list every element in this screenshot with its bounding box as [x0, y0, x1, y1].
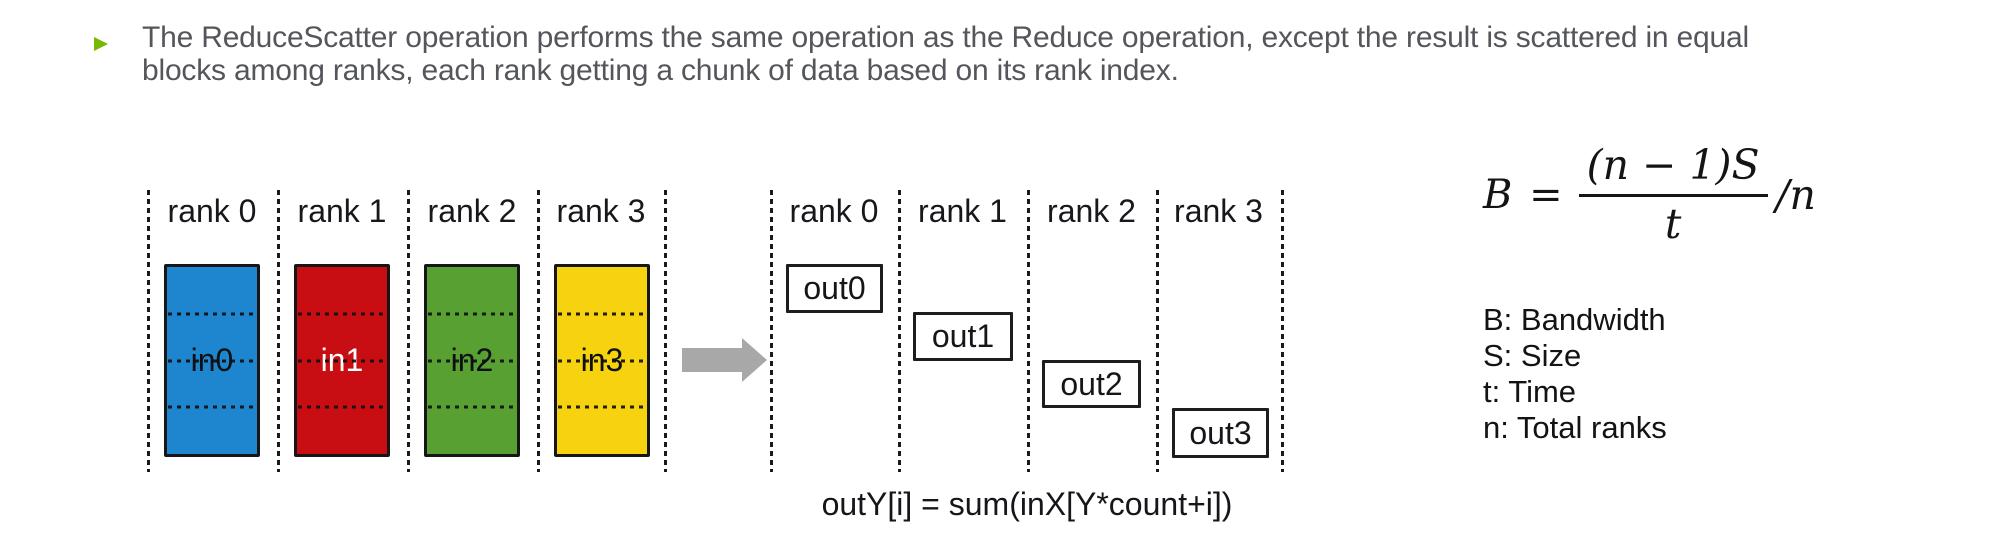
chunk-divider-line: [168, 359, 256, 362]
dotted-divider-line: [898, 190, 901, 472]
out0-label: out0: [803, 270, 866, 306]
chunk-divider-line: [428, 359, 516, 362]
output-rank-1-label: rank 1: [918, 193, 1007, 229]
output-rank-0-label: rank 0: [789, 193, 879, 229]
out3-label: out3: [1189, 414, 1252, 451]
bullet-triangle-icon: [94, 37, 108, 51]
out1-box: out1: [913, 312, 1013, 361]
dotted-divider-line: [1027, 190, 1030, 472]
formula-denominator: t: [1664, 200, 1682, 248]
chunk-divider-line: [558, 359, 646, 362]
legend-bandwidth: B: Bandwidth: [1483, 302, 1666, 337]
description-line-2: blocks among ranks, each rank getting a …: [142, 54, 1179, 87]
formula-fraction: (n − 1)S t: [1578, 141, 1768, 248]
chunk-divider-line: [168, 405, 256, 409]
output-rank-3-label: rank 3: [1174, 193, 1263, 229]
formula-suffix: /n: [1775, 170, 1816, 219]
formula-lhs: B =: [1483, 171, 1565, 218]
out1-label: out1: [931, 318, 995, 354]
chunk-divider-line: [298, 359, 386, 362]
chunk-divider-line: [298, 312, 386, 316]
legend-size: S: Size: [1483, 338, 1582, 373]
chunk-divider-line: [298, 405, 386, 409]
chunk-divider-line: [558, 405, 646, 409]
formula-numerator: (n − 1)S: [1578, 141, 1768, 197]
input-rank-2-label: rank 2: [427, 193, 517, 229]
description-paragraph: The ReduceScatter operation performs the…: [142, 21, 1749, 87]
input-ranks-panel: rank 0 rank 1 rank 2 rank 3 in0 in1 in2 …: [147, 190, 667, 472]
in1-data-block: in1: [294, 264, 390, 457]
out2-label: out2: [1060, 365, 1123, 402]
chunk-divider-line: [428, 312, 516, 316]
input-rank-0-label: rank 0: [167, 193, 257, 229]
output-rank-2-label: rank 2: [1047, 193, 1136, 229]
bandwidth-formula: B = (n − 1)S t /n: [1483, 141, 1816, 248]
dotted-divider-line: [277, 190, 280, 472]
chunk-divider-line: [168, 312, 256, 316]
in0-data-block: in0: [164, 264, 260, 457]
legend-time: t: Time: [1483, 374, 1577, 409]
dotted-divider-line: [537, 190, 540, 472]
legend-total-ranks: n: Total ranks: [1483, 410, 1667, 445]
formula-legend: B: Bandwidth S: Size t: Time n: Total ra…: [1483, 302, 1667, 446]
out0-box: out0: [786, 264, 883, 313]
input-rank-3-label: rank 3: [556, 193, 646, 229]
reduce-scatter-formula: outY[i] = sum(inX[Y*count+i]): [821, 486, 1233, 522]
output-ranks-panel: rank 0 rank 1 rank 2 rank 3 out0 out1 ou…: [770, 190, 1284, 472]
in2-data-block: in2: [424, 264, 520, 457]
dotted-divider-line: [1281, 190, 1284, 472]
dotted-divider-line: [407, 190, 410, 472]
dotted-divider-line: [1156, 190, 1159, 472]
dotted-divider-line: [664, 190, 667, 472]
input-rank-1-label: rank 1: [297, 193, 387, 229]
out2-box: out2: [1042, 360, 1141, 408]
out3-box: out3: [1172, 408, 1269, 458]
dotted-divider-line: [770, 190, 773, 472]
in3-data-block: in3: [554, 264, 650, 457]
chunk-divider-line: [558, 312, 646, 316]
description-line-1: The ReduceScatter operation performs the…: [142, 21, 1749, 54]
right-arrow-shape: [682, 338, 767, 382]
right-arrow-icon: [682, 338, 767, 382]
dotted-divider-line: [147, 190, 150, 472]
chunk-divider-line: [428, 405, 516, 409]
